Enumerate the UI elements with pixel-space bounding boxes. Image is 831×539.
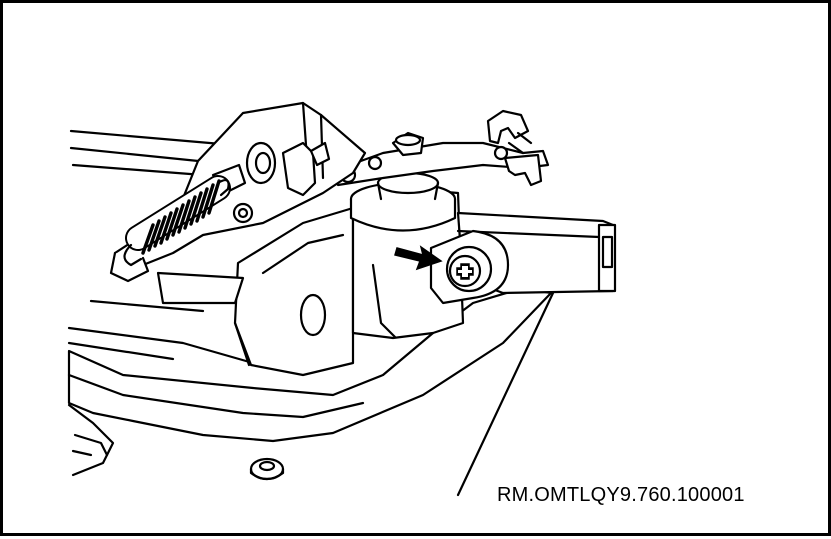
- lever-arm: [109, 101, 367, 305]
- leader-line: [456, 291, 555, 497]
- shaft-end-slot: [601, 235, 614, 269]
- arrow-right-icon: [394, 245, 443, 271]
- linkage-lever: [331, 109, 550, 187]
- washer: [249, 457, 285, 481]
- coil-spring: [123, 175, 231, 267]
- mechanism-illustration: [67, 101, 617, 497]
- frame-rails: [67, 129, 255, 365]
- figure-reference-code: RM.OMTLQY9.760.100001: [497, 484, 745, 506]
- base-plate: [67, 286, 553, 477]
- bracket-housing: [233, 186, 465, 377]
- pivot-collar: [349, 171, 457, 232]
- clamp-tab: [429, 229, 510, 305]
- mount-hole: [299, 293, 327, 337]
